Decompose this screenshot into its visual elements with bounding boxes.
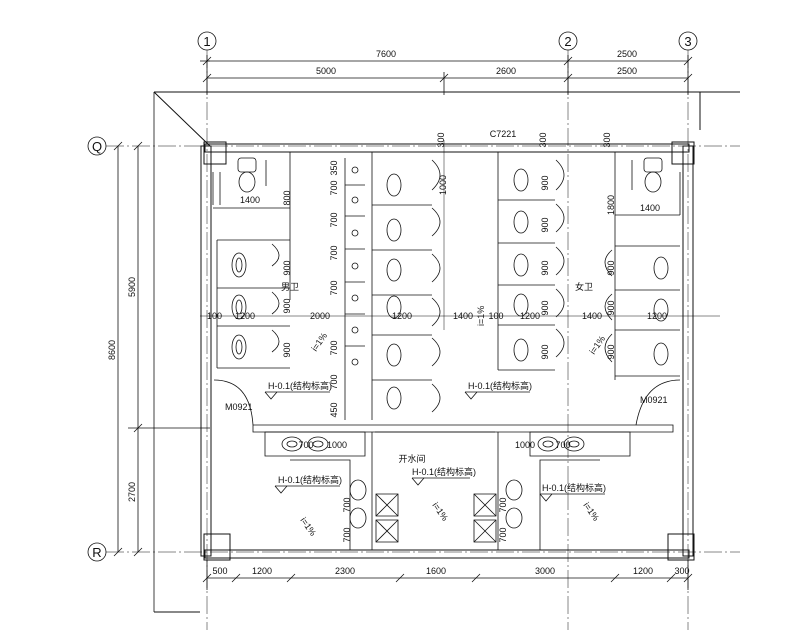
dim-top-d3: 2500 bbox=[617, 66, 637, 76]
dim-bottom-3: 1600 bbox=[426, 566, 446, 576]
level-mark-water: H-0.1(结构标高) bbox=[412, 466, 476, 477]
svg-text:700: 700 bbox=[329, 280, 339, 295]
svg-text:300: 300 bbox=[602, 132, 612, 147]
dim-top-total: 7600 bbox=[376, 49, 396, 59]
dim-bottom-2: 2300 bbox=[335, 566, 355, 576]
svg-text:450: 450 bbox=[329, 402, 339, 417]
svg-text:700: 700 bbox=[555, 440, 570, 450]
axis-bubble-2: 2 bbox=[559, 32, 577, 630]
room-label-men: 男卫 bbox=[281, 282, 299, 292]
svg-text:900: 900 bbox=[606, 344, 616, 359]
svg-text:700: 700 bbox=[329, 245, 339, 260]
svg-text:1800: 1800 bbox=[606, 195, 616, 215]
mens-room-fixtures bbox=[213, 152, 440, 420]
svg-text:900: 900 bbox=[606, 300, 616, 315]
axis-bubble-1: 1 bbox=[198, 32, 216, 630]
svg-text:900: 900 bbox=[540, 217, 550, 232]
svg-text:900: 900 bbox=[540, 344, 550, 359]
dim-bottom-0: 500 bbox=[212, 566, 227, 576]
svg-text:900: 900 bbox=[540, 175, 550, 190]
bottom-dimension-lines bbox=[203, 560, 692, 590]
svg-text:900: 900 bbox=[282, 298, 292, 313]
svg-text:1200: 1200 bbox=[520, 311, 540, 321]
svg-text:2000: 2000 bbox=[310, 311, 330, 321]
svg-text:1200: 1200 bbox=[235, 311, 255, 321]
svg-text:900: 900 bbox=[540, 300, 550, 315]
dim-top-d1: 5000 bbox=[316, 66, 336, 76]
svg-text:900: 900 bbox=[540, 260, 550, 275]
inner-dimensions: 1400 100 1200 2000 1200 1400 100 1200 14… bbox=[207, 132, 667, 542]
axis-bubble-q: Q bbox=[88, 137, 740, 155]
dim-bottom-1: 1200 bbox=[252, 566, 272, 576]
dim-bottom-4: 3000 bbox=[535, 566, 555, 576]
svg-text:900: 900 bbox=[606, 260, 616, 275]
svg-text:Q: Q bbox=[92, 139, 102, 154]
axis-bubble-r: R bbox=[88, 543, 740, 561]
svg-text:1000: 1000 bbox=[438, 175, 448, 195]
dim-left-total: 8600 bbox=[107, 340, 117, 360]
door-label-left: M0921 bbox=[225, 402, 253, 412]
dim-top-d2: 2600 bbox=[496, 66, 516, 76]
svg-text:700: 700 bbox=[329, 374, 339, 389]
outer-walls bbox=[154, 92, 740, 612]
svg-text:700: 700 bbox=[329, 180, 339, 195]
svg-text:350: 350 bbox=[329, 160, 339, 175]
dim-left-upper: 5900 bbox=[127, 277, 137, 297]
room-label-women: 女卫 bbox=[575, 281, 593, 292]
svg-text:1200: 1200 bbox=[647, 311, 667, 321]
mid-partition bbox=[214, 380, 680, 550]
level-mark-women: H-0.1(结构标高) bbox=[468, 380, 532, 391]
svg-text:100: 100 bbox=[488, 311, 503, 321]
level-mark-right-wash: H-0.1(结构标高) bbox=[542, 482, 606, 493]
window-label: C7221 bbox=[490, 129, 517, 139]
svg-text:1000: 1000 bbox=[327, 440, 347, 450]
svg-text:700: 700 bbox=[298, 440, 313, 450]
washbasins bbox=[282, 437, 584, 542]
svg-text:900: 900 bbox=[282, 260, 292, 275]
svg-text:R: R bbox=[92, 545, 101, 560]
svg-text:100: 100 bbox=[207, 311, 222, 321]
svg-text:300: 300 bbox=[538, 132, 548, 147]
level-marks bbox=[265, 392, 605, 501]
svg-text:1400: 1400 bbox=[640, 203, 660, 213]
svg-text:700: 700 bbox=[342, 527, 352, 542]
svg-text:1200: 1200 bbox=[392, 311, 412, 321]
slope-left-wash: i=1% bbox=[298, 515, 318, 537]
left-dimension-lines bbox=[114, 92, 210, 612]
level-mark-left-wash: H-0.1(结构标高) bbox=[278, 474, 342, 485]
womens-room-fixtures bbox=[498, 152, 680, 380]
slope-men: i=1% bbox=[309, 331, 329, 353]
svg-text:300: 300 bbox=[436, 132, 446, 147]
slope-right-wash: i=1% bbox=[581, 500, 601, 522]
dim-left-lower: 2700 bbox=[127, 482, 137, 502]
svg-text:2: 2 bbox=[564, 34, 571, 49]
slope-women: i=1% bbox=[587, 334, 607, 356]
level-mark-men: H-0.1(结构标高) bbox=[268, 380, 332, 391]
dim-bottom-5: 1200 bbox=[633, 566, 653, 576]
svg-text:900: 900 bbox=[282, 342, 292, 357]
door-label-right: M0921 bbox=[640, 395, 668, 405]
svg-text:1400: 1400 bbox=[240, 195, 260, 205]
svg-text:1400: 1400 bbox=[582, 311, 602, 321]
svg-text:700: 700 bbox=[329, 340, 339, 355]
svg-text:700: 700 bbox=[329, 212, 339, 227]
svg-text:700: 700 bbox=[498, 527, 508, 542]
svg-text:1: 1 bbox=[203, 34, 210, 49]
axis-bubble-3: 3 bbox=[679, 32, 697, 630]
svg-text:1400: 1400 bbox=[453, 311, 473, 321]
svg-text:800: 800 bbox=[282, 190, 292, 205]
svg-text:700: 700 bbox=[342, 497, 352, 512]
slope-water: i=1% bbox=[430, 500, 450, 522]
dim-top-d4: 2500 bbox=[617, 49, 637, 59]
svg-text:3: 3 bbox=[684, 34, 691, 49]
svg-text:1000: 1000 bbox=[515, 440, 535, 450]
svg-text:700: 700 bbox=[498, 497, 508, 512]
dim-bottom-6: 300 bbox=[674, 566, 689, 576]
room-label-water: 开水间 bbox=[398, 453, 425, 464]
top-dimension-lines bbox=[200, 55, 692, 95]
